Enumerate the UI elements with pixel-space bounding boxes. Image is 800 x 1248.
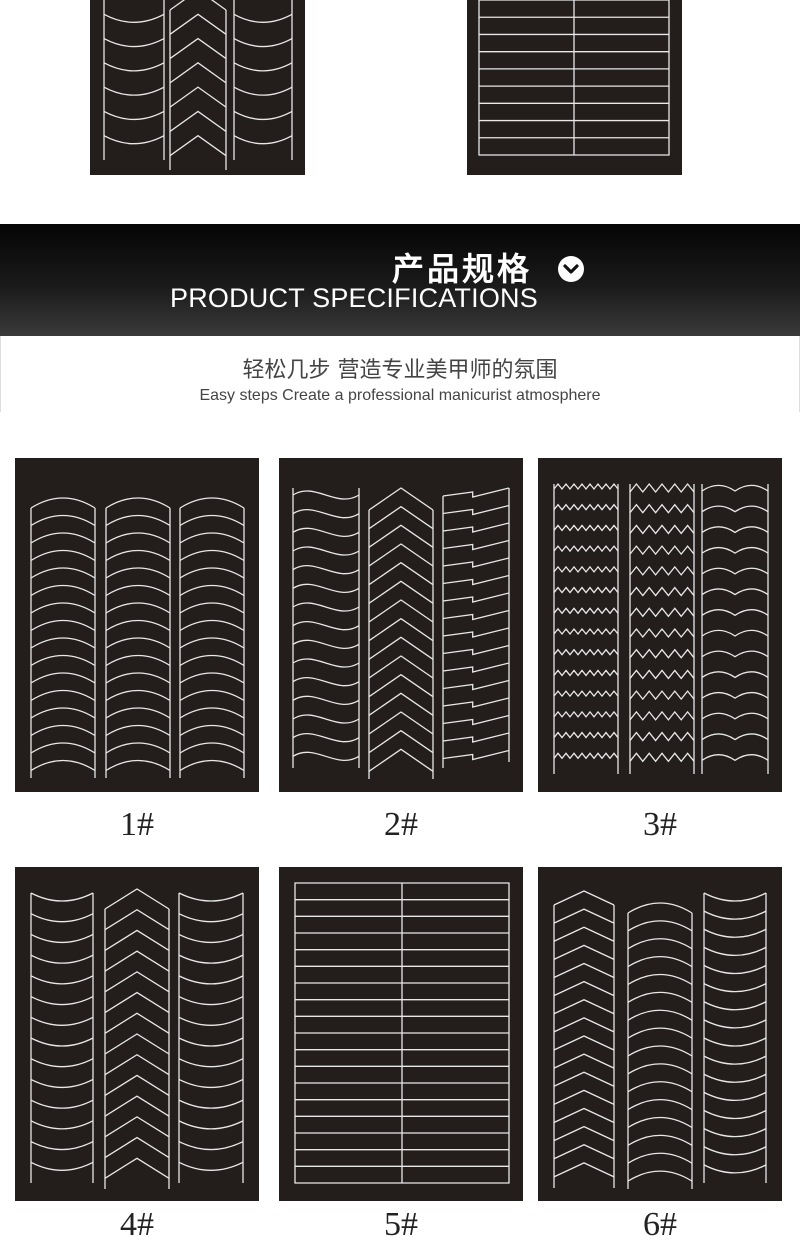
top-stencil-pattern-right bbox=[478, 0, 670, 156]
stencil-card-1[interactable] bbox=[15, 458, 259, 792]
stencil-label-4: 4# bbox=[120, 1206, 154, 1243]
stencil-pattern-stripes bbox=[294, 882, 510, 1184]
top-stencil-card-left bbox=[90, 0, 305, 175]
stencil-pattern-zigzag-hearts bbox=[553, 482, 769, 774]
spec-banner bbox=[0, 224, 800, 336]
stencil-card-4[interactable] bbox=[15, 867, 259, 1201]
top-stencil-pattern-left bbox=[103, 0, 293, 170]
stencil-label-2: 2# bbox=[384, 806, 418, 843]
stencil-label-1: 1# bbox=[120, 806, 154, 843]
banner-title-en: PRODUCT SPECIFICATIONS bbox=[170, 283, 538, 313]
stencil-card-3[interactable] bbox=[538, 458, 782, 792]
top-stencil-card-right bbox=[467, 0, 682, 175]
stencil-pattern-waves-chevrons-zigzag bbox=[292, 487, 510, 779]
subtitle-en: Easy steps Create a professional manicur… bbox=[199, 387, 601, 404]
stencil-label-5: 5# bbox=[384, 1206, 418, 1243]
stencil-pattern-arches bbox=[30, 497, 245, 778]
banner-title-cn: 产品规格 bbox=[392, 250, 533, 288]
stencil-card-6[interactable] bbox=[538, 867, 782, 1201]
stencil-pattern-french-chevrons bbox=[30, 888, 244, 1189]
stencil-card-2[interactable] bbox=[279, 458, 523, 792]
stencil-label-3: 3# bbox=[643, 806, 677, 843]
chevron-down-icon bbox=[558, 256, 584, 282]
stencil-card-5[interactable] bbox=[279, 867, 523, 1201]
stencil-pattern-mixed-arches bbox=[553, 890, 767, 1189]
subtitle-cn: 轻松几步 营造专业美甲师的氛围 bbox=[242, 358, 558, 383]
stencil-label-6: 6# bbox=[643, 1206, 677, 1243]
